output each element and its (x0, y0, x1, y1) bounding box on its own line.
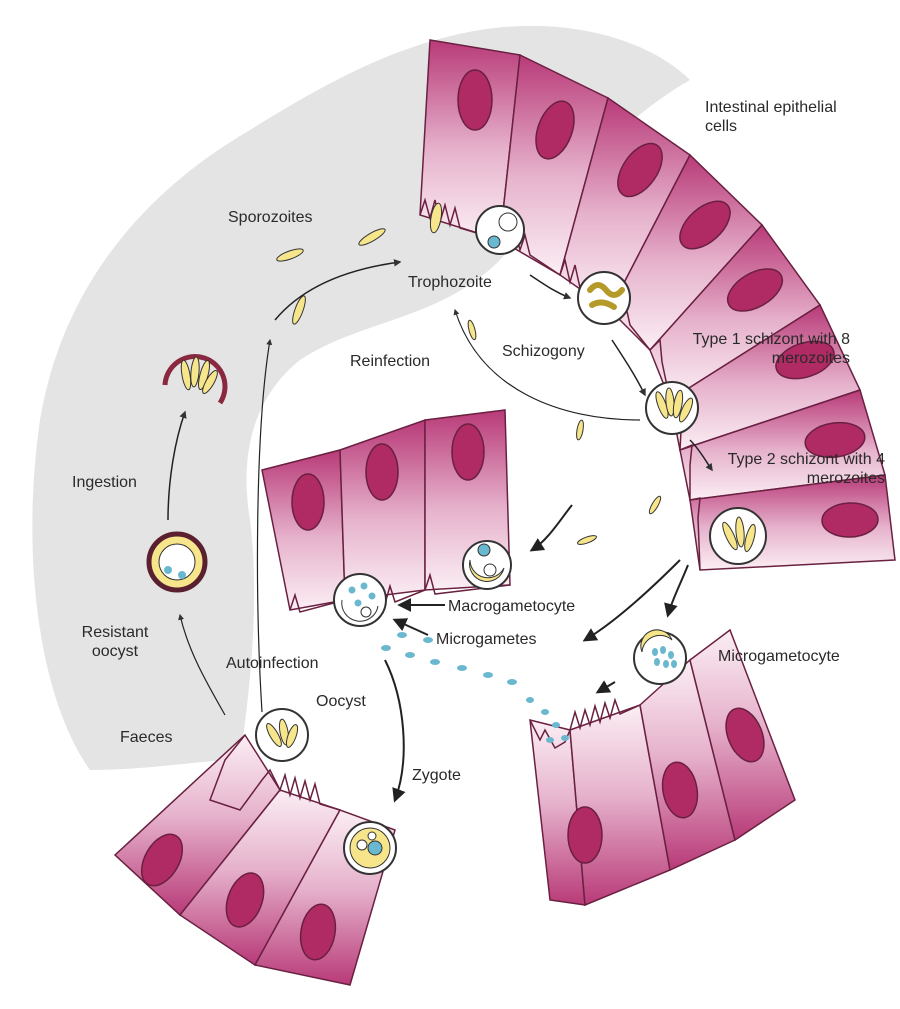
label-autoinfection: Autoinfection (226, 654, 319, 673)
nucleus (452, 424, 484, 480)
label-microgametes: Microgametes (436, 630, 536, 649)
arrow-micro-release (598, 682, 615, 692)
schizont-vacuole (578, 272, 630, 324)
epithelial-cell (262, 450, 345, 610)
label-zygote: Zygote (412, 766, 461, 785)
nucleus (292, 474, 324, 530)
label-resistant-oocyst: Resistant oocyst (65, 623, 165, 661)
label-ingestion: Ingestion (72, 473, 137, 492)
label-trophozoite: Trophozoite (408, 273, 492, 292)
arrow-schizogony (612, 340, 645, 395)
label-type2-schizont: Type 2 schizont with 4 merozoites (680, 450, 885, 488)
arrow-reinfection (455, 310, 640, 420)
label-schizogony: Schizogony (502, 342, 585, 361)
label-faeces: Faeces (120, 728, 172, 747)
trophozoite-vacuole (476, 206, 524, 254)
arrow-to-microgametocyte (668, 565, 688, 615)
label-macrogametocyte: Macrogametocyte (448, 597, 575, 616)
trophozoite-nucleus (488, 236, 500, 248)
arrow-merozoites-out (585, 560, 680, 640)
label-intestinal-epithelial-cells: Intestinal epithelial cells (705, 98, 855, 136)
label-oocyst: Oocyst (316, 692, 366, 711)
label-sporozoites: Sporozoites (228, 208, 313, 227)
label-type1-schizont: Type 1 schizont with 8 merozoites (660, 330, 850, 368)
arrow-to-zygote (385, 660, 404, 800)
nucleus (366, 444, 398, 500)
arrow-to-macrogametocyte (532, 505, 572, 550)
nucleus (568, 807, 602, 863)
nucleus (458, 70, 492, 130)
trophozoite-body (499, 213, 517, 231)
label-reinfection: Reinfection (350, 352, 430, 371)
label-microgametocyte: Microgametocyte (718, 647, 840, 666)
